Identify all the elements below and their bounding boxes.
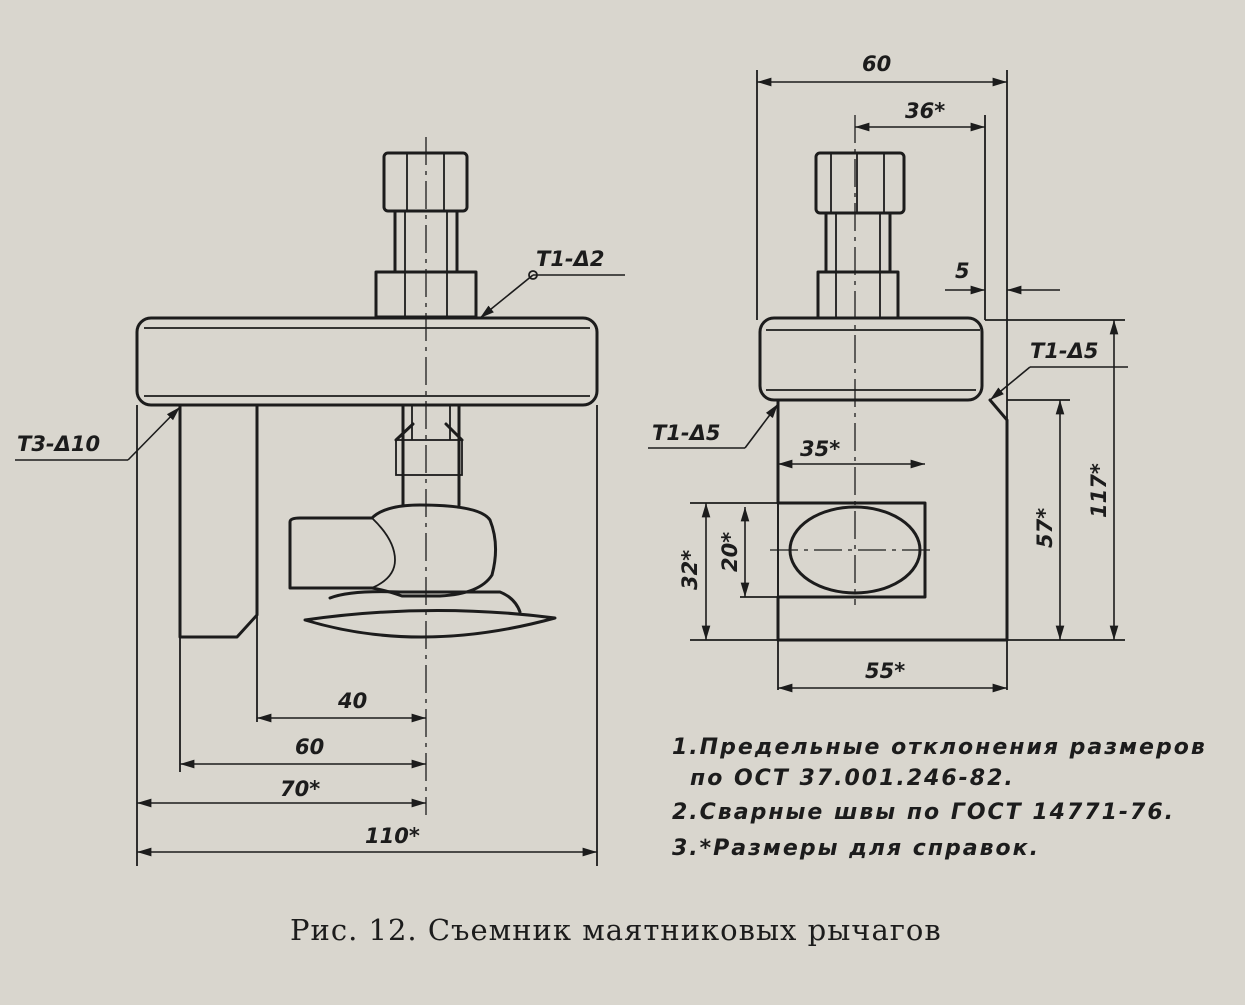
crossbar-side (758, 316, 984, 402)
svg-text:36*: 36* (905, 99, 945, 123)
note-1: 1.Предельные отклонения размеров (672, 735, 1207, 760)
dim-60-left: 60 (180, 735, 426, 769)
dim-35: 35* (778, 437, 925, 469)
weld-label-right: Т1-Δ5 (989, 339, 1128, 401)
screw-shank (393, 209, 459, 274)
dim-55: 55* (778, 659, 1007, 693)
dim-5: 5 (945, 259, 1060, 295)
weld-label-side-left: Т1-Δ5 (648, 403, 779, 449)
ball-joint (288, 503, 557, 639)
svg-text:35*: 35* (800, 437, 840, 461)
svg-text:Т3-Δ10: Т3-Δ10 (17, 432, 100, 456)
svg-text:60: 60 (862, 52, 891, 76)
crossbar (135, 316, 599, 407)
svg-text:32*: 32* (678, 550, 702, 590)
top-nut-side (814, 151, 906, 215)
figure-caption: Рис. 12. Съемник маятниковых рычагов (290, 913, 942, 947)
right-view: 60 36* 5 35* 32* 20* 57* 117* (648, 52, 1128, 693)
dim-70: 70* (137, 777, 426, 808)
svg-text:110*: 110* (365, 824, 420, 848)
dim-117: 117* (1087, 320, 1119, 640)
svg-text:60: 60 (295, 735, 324, 759)
dim-60-right: 60 (757, 52, 1007, 87)
left-arm (178, 403, 259, 722)
svg-text:Т1-Δ5: Т1-Δ5 (1030, 339, 1099, 363)
svg-text:40: 40 (337, 689, 367, 713)
dim-57: 57* (1033, 400, 1065, 640)
svg-text:20*: 20* (718, 532, 742, 572)
dim-40: 40 (257, 689, 426, 723)
svg-text:Т1-Δ5: Т1-Δ5 (652, 421, 721, 445)
left-view: 40 60 70* 110* Т1-Δ2 Т3-Δ10 (15, 137, 625, 866)
svg-text:57*: 57* (1033, 508, 1057, 548)
svg-text:55*: 55* (865, 659, 905, 683)
svg-text:70*: 70* (280, 777, 320, 801)
puller-body (770, 398, 1009, 642)
weld-label-left: Т3-Δ10 (15, 406, 181, 461)
lower-screw (394, 403, 464, 507)
svg-text:5: 5 (955, 259, 970, 283)
note-2: 2.Сварные швы по ГОСТ 14771-76. (672, 800, 1175, 825)
dim-110: 110* (137, 824, 597, 857)
dim-32: 32* (678, 503, 711, 640)
dim-36: 36* (855, 99, 985, 132)
welded-nut-side (816, 270, 900, 320)
dim-20: 20* (718, 507, 750, 597)
weld-label-top: Т1-Δ2 (479, 247, 625, 319)
note-1-cont: по ОСТ 37.001.246-82. (690, 766, 1015, 791)
svg-text:117*: 117* (1087, 463, 1111, 518)
note-3: 3.*Размеры для справок. (672, 836, 1040, 861)
svg-text:Т1-Δ2: Т1-Δ2 (536, 247, 605, 271)
